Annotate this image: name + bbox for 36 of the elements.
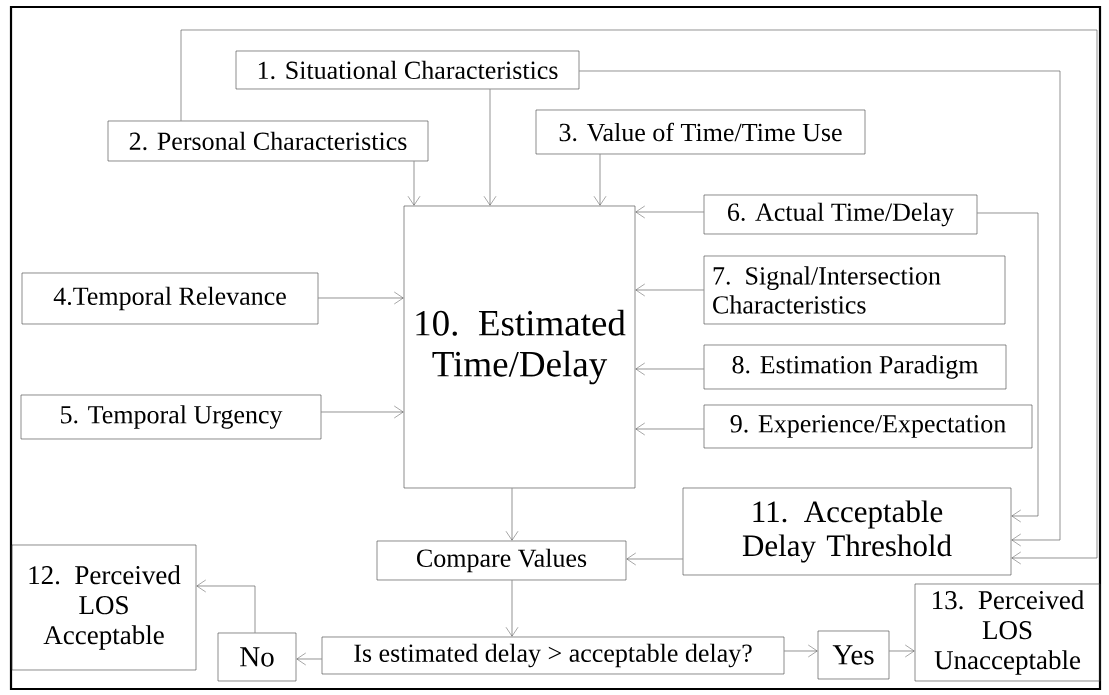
arrow (180, 29, 1098, 565)
factor-box: 1. Situational Characteristics (235, 50, 580, 90)
arrow (626, 552, 683, 566)
decision-box: Is estimated delay > acceptable delay? (321, 636, 785, 675)
answer-label-box: No (217, 632, 297, 682)
arrow (296, 652, 322, 666)
arrow (593, 154, 607, 206)
arrow (483, 89, 497, 206)
factor-box: 4.Temporal Relevance (21, 272, 319, 325)
arrow (579, 70, 1061, 547)
answer-label-box: Yes (817, 630, 890, 680)
factor-box: 8. Estimation Paradigm (703, 344, 1007, 390)
factor-box: 7. Signal/Intersection Characteristics (703, 255, 1006, 325)
outcome-box: 12. Perceived LOS Acceptable (11, 544, 197, 671)
arrow (505, 488, 519, 541)
process-box: 11. Acceptable Delay Threshold (682, 487, 1012, 576)
process-box: 10. Estimated Time/Delay (403, 205, 636, 489)
factor-box: 9. Experience/Expectation (703, 404, 1033, 449)
arrow (635, 422, 704, 436)
arrow (635, 205, 704, 219)
factor-box: 5. Temporal Urgency (20, 394, 322, 440)
arrow (505, 580, 519, 637)
arrow (196, 579, 256, 633)
arrow (635, 283, 704, 297)
factor-box: 3. Value of Time/Time Use (535, 109, 866, 155)
factor-box: 2. Personal Characteristics (107, 120, 429, 162)
arrow (784, 644, 818, 658)
arrow (407, 161, 421, 206)
arrow (321, 405, 404, 419)
factor-box: 6. Actual Time/Delay (703, 194, 978, 235)
arrow (635, 362, 704, 376)
process-box: Compare Values (376, 540, 627, 581)
arrow (977, 212, 1039, 523)
arrow (889, 644, 915, 658)
arrow (318, 291, 404, 305)
outcome-box: 13. Perceived LOS Unacceptable (914, 583, 1101, 682)
